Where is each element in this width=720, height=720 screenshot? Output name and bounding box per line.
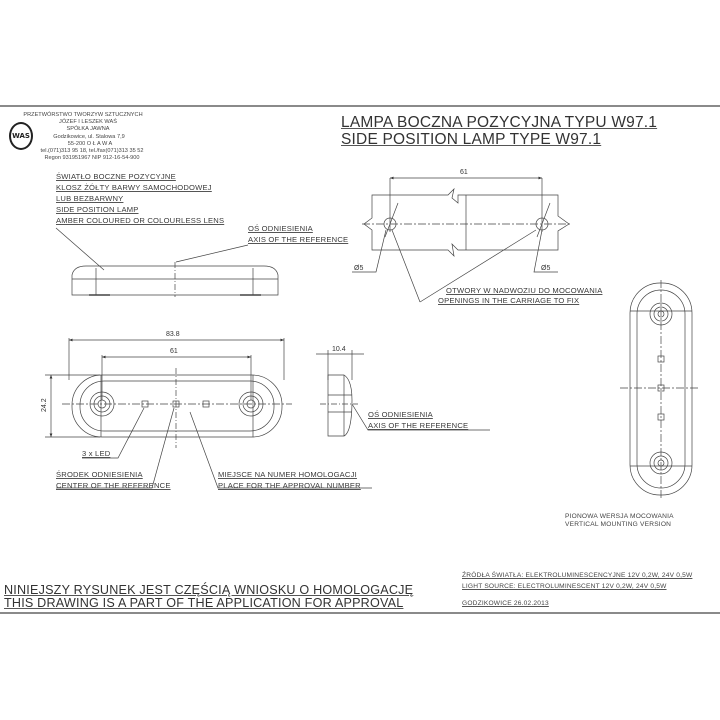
openings-pl: OTWORY W NADWOZIU DO MOCOWANIA <box>446 286 603 295</box>
center-ref-pl: ŚRODEK ODNIESIENIA <box>56 470 143 479</box>
approval-place-pl: MIEJSCE NA NUMER HOMOLOGACJI <box>218 470 357 479</box>
vertical-version-pl: PIONOWA WERSJA MOCOWANIA <box>565 513 674 520</box>
title-en: SIDE POSITION LAMP TYPE W97.1 <box>341 131 602 148</box>
dim-overall-length: 83.8 <box>166 331 180 338</box>
dim-hole-dia-right: Ø5 <box>541 265 550 272</box>
company-info: PRZETWÓRSTWO TWORZYW SZTUCZNYCH JÓZEF I … <box>8 112 158 162</box>
lamp-desc-4: SIDE POSITION LAMP <box>56 205 139 214</box>
center-ref-en: CENTER OF THE REFERENCE <box>56 481 171 490</box>
dim-hole-spacing-top: 61 <box>460 169 468 176</box>
lamp-desc-3: LUB BEZBARWNY <box>56 194 124 203</box>
light-source-pl: ŹRÓDŁA ŚWIATŁA: ELEKTROLUMINESCENCYJNE 1… <box>462 572 693 579</box>
title-pl: LAMPA BOCZNA POZYCYJNA TYPU W97.1 <box>341 114 658 131</box>
company-line: 55-200 O Ł A W A <box>67 140 113 147</box>
company-line: Regon 931951967 NIP 912-16-54-900 <box>44 155 140 162</box>
top-border <box>0 105 720 107</box>
top-view-lamp <box>71 262 279 297</box>
axis-ref-top-en: AXIS OF THE REFERENCE <box>248 235 349 244</box>
lamp-desc-2: KLOSZ ŻÓŁTY BARWY SAMOCHODOWEJ <box>56 183 212 192</box>
light-source-en: LIGHT SOURCE: ELECTROLUMINESCENT 12V 0,2… <box>462 583 667 590</box>
axis-ref-side-pl: OŚ ODNIESIENIA <box>368 410 433 419</box>
place-date: GODZIKOWICE 26.02.2013 <box>462 600 549 607</box>
approval-statement-pl: NINIEJSZY RYSUNEK JEST CZĘŚCIĄ WNIOSKU O… <box>4 583 414 597</box>
company-line: tel.(071)313 95 18, tel./fax(071)313 35 … <box>40 148 144 155</box>
carriage-openings-view <box>352 176 570 303</box>
company-line: PRZETWÓRSTWO TWORZYW SZTUCZNYCH <box>23 112 143 118</box>
company-line: SPÓŁKA JAWNA <box>66 126 110 133</box>
dim-hole-dia-left: Ø5 <box>354 265 363 272</box>
openings-en: OPENINGS IN THE CARRIAGE TO FIX <box>438 296 580 305</box>
dim-height: 24.2 <box>41 398 48 412</box>
axis-ref-side-en: AXIS OF THE REFERENCE <box>368 421 469 430</box>
bottom-border <box>0 612 720 614</box>
front-view-lamp <box>45 338 372 489</box>
company-line: JÓZEF I LESZEK WAŚ <box>59 119 117 126</box>
lamp-desc-1: ŚWIATŁO BOCZNE POZYCYJNE <box>56 172 176 181</box>
vertical-version-en: VERTICAL MOUNTING VERSION <box>565 521 672 528</box>
dim-depth: 10.4 <box>332 346 346 353</box>
company-logo: WAS <box>9 122 33 150</box>
approval-place-en: PLACE FOR THE APPROVAL NUMBER <box>218 481 361 490</box>
axis-ref-top-pl: OŚ ODNIESIENIA <box>248 224 313 233</box>
lamp-desc-5: AMBER COLOURED OR COLOURLESS LENS <box>56 216 225 225</box>
company-line: Godzikowice, ul. Stalowa 7,9 <box>53 133 125 140</box>
approval-statement-en: THIS DRAWING IS A PART OF THE APPLICATIO… <box>4 596 404 610</box>
dim-hole-spacing-front: 61 <box>170 348 178 355</box>
side-view-lamp <box>316 350 490 437</box>
vertical-view-lamp <box>620 280 700 500</box>
led-count: 3 x LED <box>82 449 111 458</box>
